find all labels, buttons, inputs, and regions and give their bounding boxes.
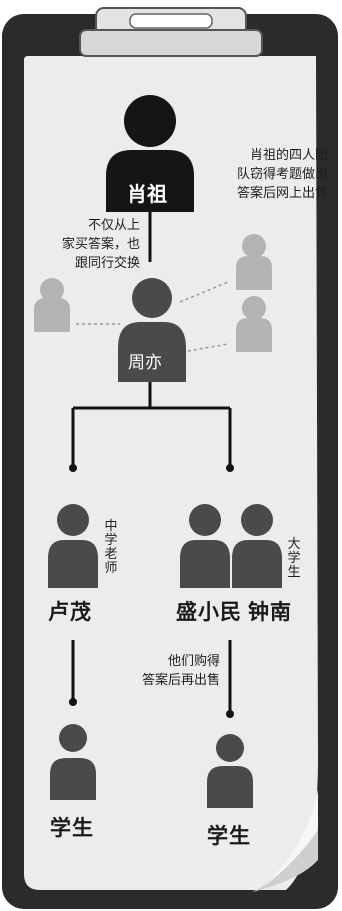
resale-note: 他们购得 答案后再出售 — [141, 654, 220, 688]
top-person-name: 肖祖 — [127, 182, 167, 206]
middle-person-name: 周亦 — [128, 353, 162, 373]
right-person-2-name: 钟南 — [248, 600, 292, 624]
bottom-left-student: 学生 — [50, 816, 94, 840]
top-person-note: 肖祖的四人团 队窃得考题做出 答案后网上出售 — [236, 148, 328, 201]
right-persons-note: 大学生 — [287, 537, 301, 580]
person-icon-level3 — [48, 504, 282, 588]
person-icon-top — [106, 95, 194, 212]
middle-person-note: 不仅从上 家买答案，也 跟同行交换 — [61, 218, 140, 271]
connector-lines — [71, 212, 232, 712]
person-icon-middle — [118, 278, 186, 382]
person-icon-students — [50, 724, 253, 808]
right-person-1-name: 盛小民 — [176, 600, 242, 624]
bottom-right-student: 学生 — [207, 824, 251, 848]
left-person-name: 卢茂 — [48, 600, 92, 624]
person-icon-peers — [34, 234, 272, 352]
left-person-note: 中学老师 — [104, 519, 118, 576]
